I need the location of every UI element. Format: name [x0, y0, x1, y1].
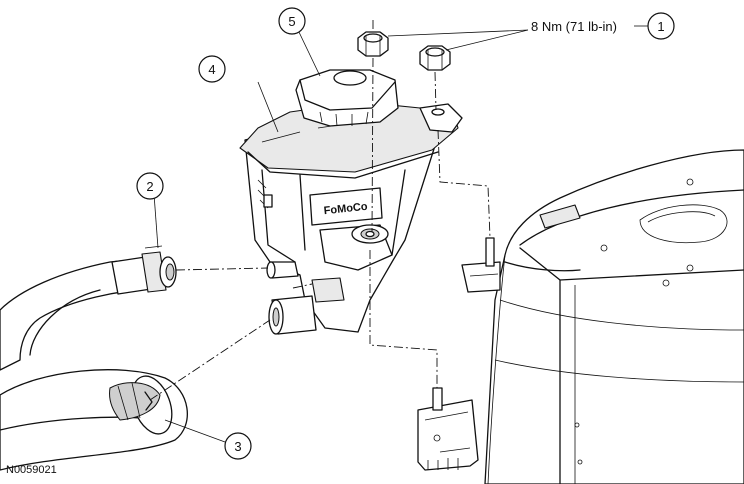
torque-spec: 8 Nm (71 lb-in): [531, 19, 617, 34]
callout-2: 2: [136, 172, 164, 200]
reservoir-cap: [295, 69, 399, 127]
alignment-lines: [149, 20, 491, 401]
nut-right: [419, 45, 451, 71]
callout-5-label: 5: [288, 14, 295, 29]
leader-lines: [153, 25, 648, 443]
retaining-nuts: [357, 31, 451, 71]
bracket-stud-upper: [461, 237, 501, 293]
callout-4-label: 4: [208, 62, 215, 77]
callout-3-label: 3: [234, 439, 241, 454]
coolant-reservoir: FoMoCo: [239, 101, 463, 335]
callout-3: 3: [224, 432, 252, 460]
mounting-bracket: [417, 387, 479, 471]
figure-reference: N0059021: [6, 464, 57, 476]
lower-hose: [0, 369, 188, 471]
upper-hose: [0, 245, 177, 371]
reservoir-logo: FoMoCo: [323, 201, 368, 218]
nut-left: [357, 31, 389, 57]
callout-5: 5: [278, 7, 306, 35]
callout-1: 1: [647, 12, 675, 40]
callout-4: 4: [198, 55, 226, 83]
callout-2-label: 2: [146, 179, 153, 194]
callout-1-label: 1: [657, 19, 664, 34]
engine-housing: [484, 149, 744, 484]
